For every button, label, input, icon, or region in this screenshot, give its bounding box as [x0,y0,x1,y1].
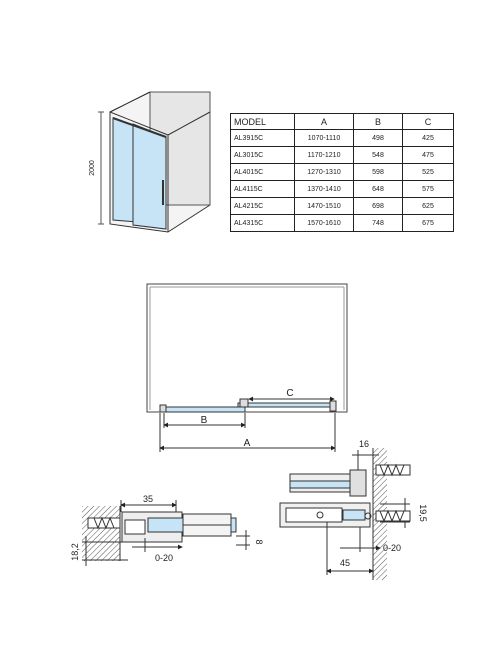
dimension-0-20-left-label: 0-20 [155,553,173,563]
cell-a: 1070-1110 [294,129,354,147]
dimension-16-label: 16 [359,439,369,449]
perspective-view [98,91,211,233]
cell-c: 575 [402,180,454,198]
cell-c: 425 [402,129,454,147]
cell-model: AL3915C [230,129,295,147]
cell-a: 1270-1310 [294,163,354,181]
dimension-8-label: 8 [254,539,264,544]
header-c: C [402,113,454,130]
cell-b: 598 [353,163,403,181]
cell-b: 498 [353,129,403,147]
cell-model: AL4215C [230,197,295,215]
dimension-18-2-label: 18,2 [70,543,80,561]
model-dimensions-table: MODEL A B C AL3915C 1070-1110 498 425 AL… [230,113,454,232]
cell-a: 1370-1410 [294,180,354,198]
cell-c: 675 [402,214,454,232]
dimension-35-label: 35 [143,494,153,504]
header-a: A [294,113,354,130]
cell-model: AL4015C [230,163,295,181]
cell-a: 1170-1210 [294,146,354,164]
table-row: AL4315C 1570-1610 748 675 [230,214,454,232]
cell-model: AL3015C [230,146,295,164]
table-header-row: MODEL A B C [230,113,454,130]
cell-c: 625 [402,197,454,215]
cell-c: 475 [402,146,454,164]
cell-model: AL4115C [230,180,295,198]
header-model: MODEL [230,113,295,130]
table-row: AL3015C 1170-1210 548 475 [230,146,454,164]
header-b: B [353,113,403,130]
plan-view [146,283,348,452]
table-row: AL4215C 1470-1510 698 625 [230,197,454,215]
cell-a: 1470-1510 [294,197,354,215]
dimension-c-label: C [286,388,293,399]
detail-left [82,500,250,566]
dimension-0-20-right-label: 0-20 [383,543,401,553]
cell-b: 748 [353,214,403,232]
cell-c: 525 [402,163,454,181]
dimension-45-label: 45 [340,558,350,568]
cell-b: 548 [353,146,403,164]
height-label: 2000 [89,160,96,176]
table-row: AL4015C 1270-1310 598 525 [230,163,454,181]
table-row: AL3915C 1070-1110 498 425 [230,129,454,147]
cell-model: AL4315C [230,214,295,232]
detail-right [279,448,411,580]
cell-b: 648 [353,180,403,198]
table-row: AL4115C 1370-1410 648 575 [230,180,454,198]
dimension-b-label: B [201,415,208,426]
dimension-19-5-label: 19,5 [418,504,428,522]
dimension-a-label: A [244,438,251,449]
cell-a: 1570-1610 [294,214,354,232]
cell-b: 698 [353,197,403,215]
